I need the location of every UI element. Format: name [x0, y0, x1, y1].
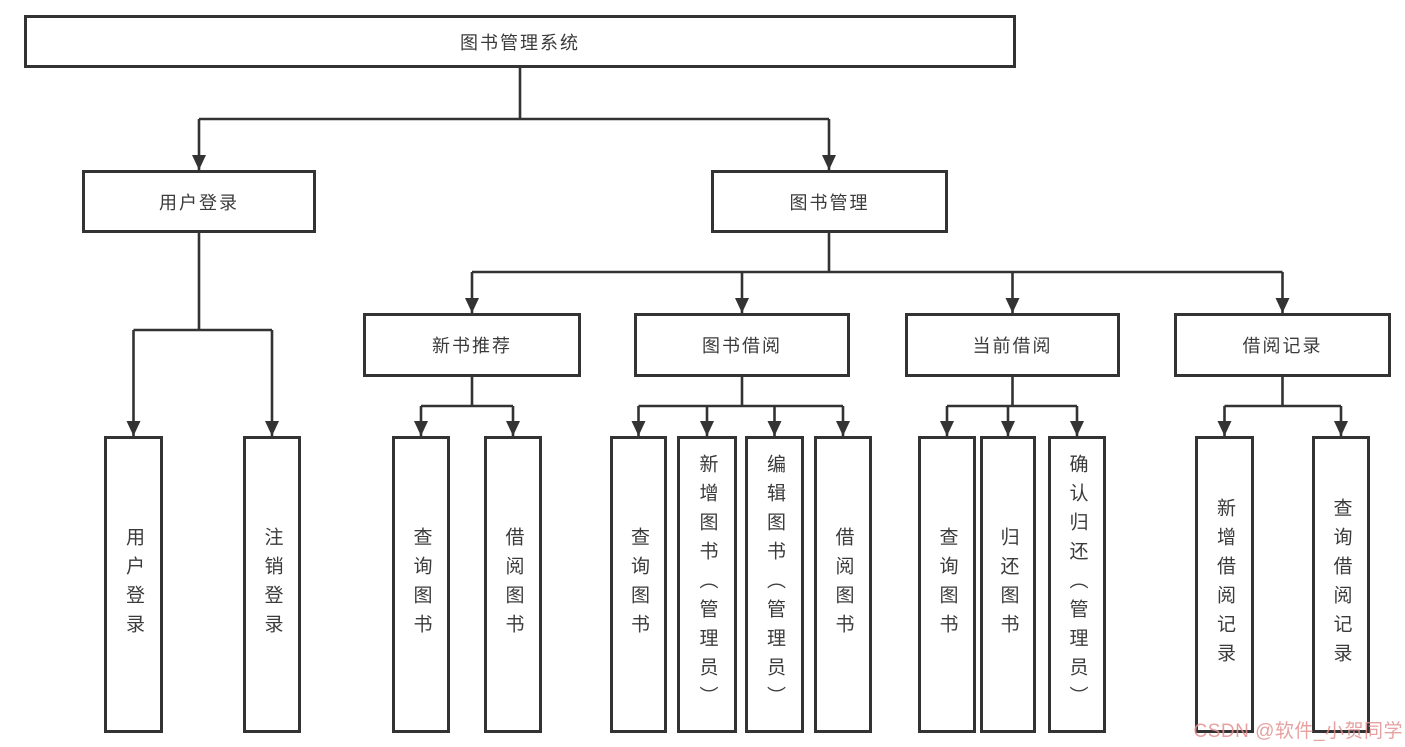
connector-records-bus [1224, 377, 1341, 408]
node-label: 图书借阅 [702, 336, 782, 356]
node-label: 借阅图书 [502, 526, 524, 643]
connector-bookmgmt-bus [472, 233, 1283, 274]
connector-borrow-bus [638, 377, 843, 408]
node-user-login: 用户登录 [82, 170, 316, 233]
node-label: 查询图书 [936, 526, 958, 643]
connector-recommend-bus [421, 377, 513, 408]
node-borrow-records: 借阅记录 [1174, 313, 1391, 377]
node-book-borrow: 图书借阅 [634, 313, 850, 377]
node-label: 图书管理系统 [460, 32, 580, 53]
leaf-borrow-query-book: 查询图书 [610, 436, 667, 733]
node-label: 查询图书 [410, 526, 432, 643]
node-label: 用户登录 [159, 192, 239, 213]
node-label: 新增借阅记录 [1214, 497, 1235, 672]
node-label: 编辑图书（管理员） [764, 454, 785, 715]
csdn-watermark: CSDN @软件_小贺同学 [1193, 721, 1403, 742]
leaf-current-confirm-return-admin: 确认归还（管理员） [1048, 436, 1106, 733]
node-label: 查询借阅记录 [1330, 497, 1352, 672]
node-label: 新增图书（管理员） [696, 454, 718, 715]
node-label: 注销登录 [261, 526, 283, 643]
node-label: 当前借阅 [972, 336, 1053, 356]
node-label: 新书推荐 [432, 336, 512, 356]
connector-current-bus [947, 377, 1077, 408]
leaf-records-query-record: 查询借阅记录 [1312, 436, 1370, 733]
leaf-borrow-edit-book-admin: 编辑图书（管理员） [745, 436, 804, 733]
node-book-management: 图书管理 [711, 170, 948, 233]
leaf-current-return-book: 归还图书 [980, 436, 1036, 733]
leaf-borrow-borrow-book: 借阅图书 [814, 436, 872, 733]
leaf-borrow-add-book-admin: 新增图书（管理员） [677, 436, 737, 733]
node-current-borrow: 当前借阅 [905, 313, 1120, 377]
connector-root-bus [199, 68, 829, 121]
node-label: 查询图书 [628, 526, 649, 643]
node-label: 用户登录 [123, 526, 144, 643]
node-label: 借阅图书 [832, 526, 854, 643]
leaf-records-add-record: 新增借阅记录 [1195, 436, 1254, 733]
leaf-recommend-borrow-book: 借阅图书 [484, 436, 542, 733]
leaf-logout-login: 注销登录 [243, 436, 301, 733]
node-label: 确认归还（管理员） [1066, 454, 1088, 715]
node-root: 图书管理系统 [24, 15, 1016, 68]
node-new-book-recommend: 新书推荐 [363, 313, 581, 377]
node-label: 归还图书 [997, 526, 1019, 643]
node-label: 图书管理 [789, 192, 870, 213]
connector-userlogin-bus [133, 233, 272, 332]
leaf-user-login: 用户登录 [104, 436, 163, 733]
leaf-current-query-book: 查询图书 [918, 436, 976, 733]
leaf-recommend-query-book: 查询图书 [392, 436, 450, 733]
node-label: 借阅记录 [1242, 336, 1323, 356]
